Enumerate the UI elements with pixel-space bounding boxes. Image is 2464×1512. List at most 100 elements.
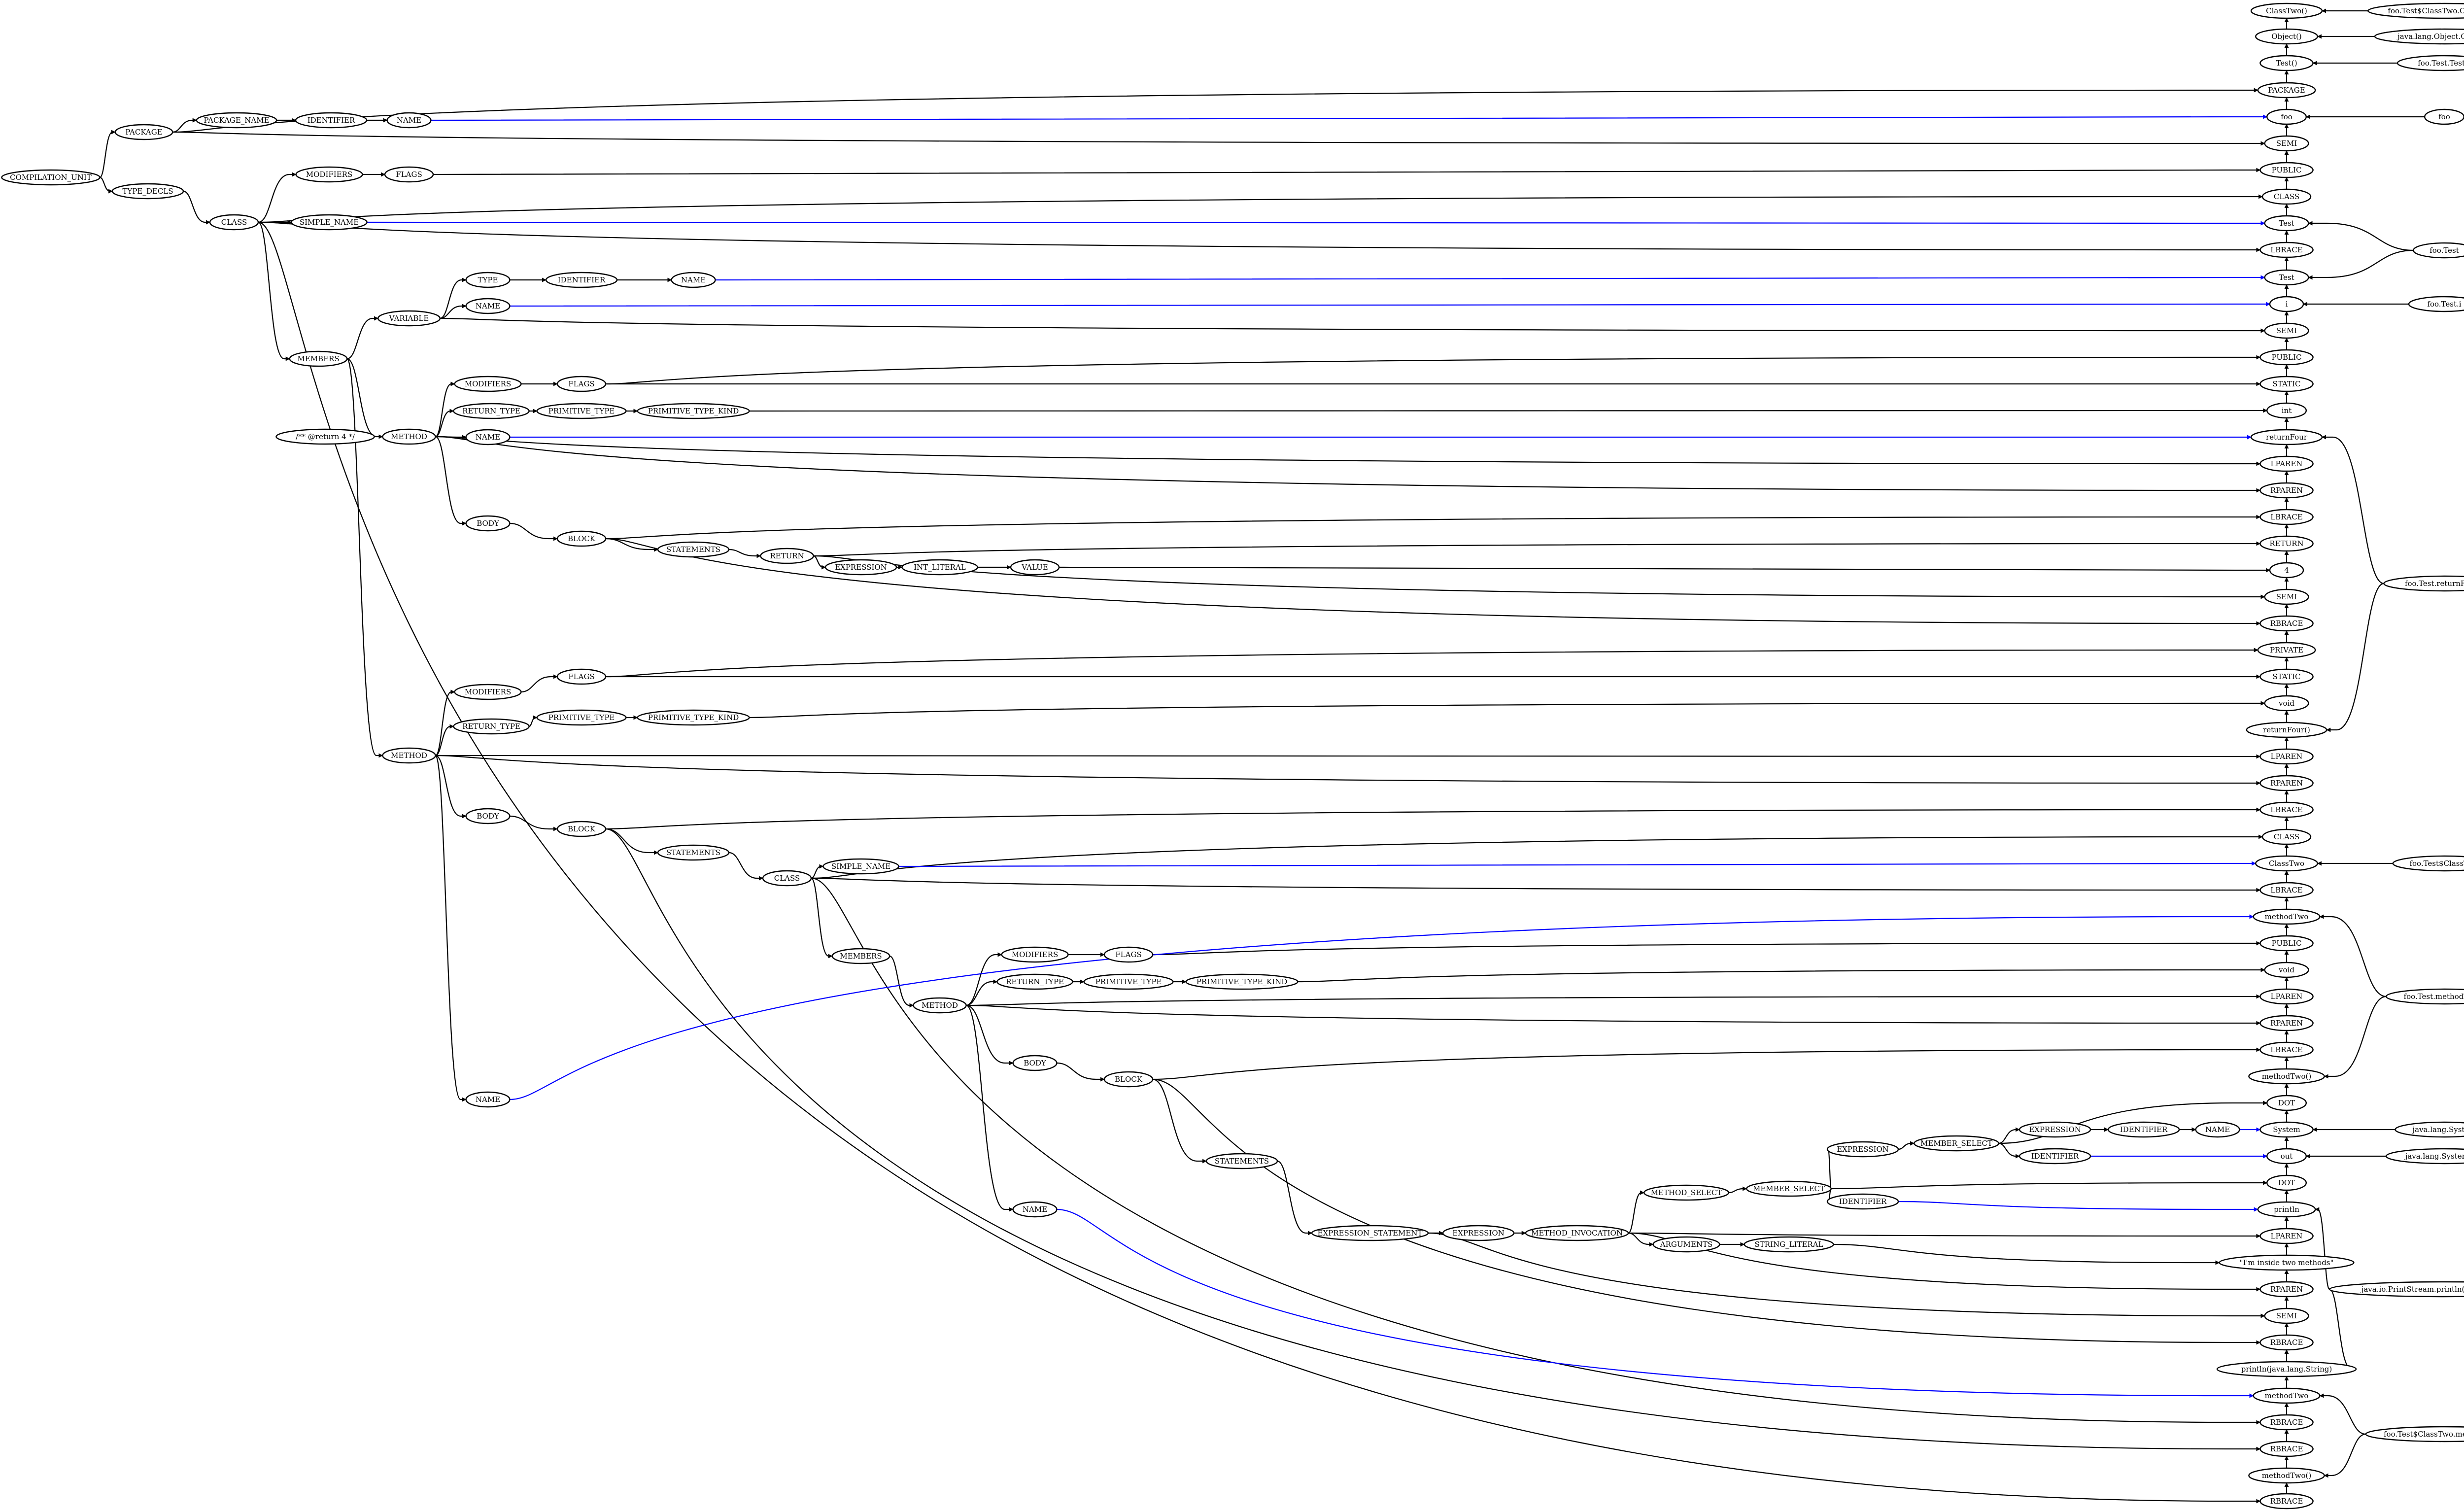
node-label: foo.Test$ClassTwo <box>2409 859 2464 868</box>
node-ellipse <box>2374 28 2464 45</box>
node-m3name: NAME <box>1012 1201 1058 1218</box>
node-ellipse <box>2219 1254 2355 1271</box>
node-label: STATEMENTS <box>666 848 720 857</box>
node-s-test: foo.Test <box>2413 242 2464 259</box>
node-ellipse <box>386 112 432 129</box>
node-vname: NAME <box>465 298 511 314</box>
node-label: println(java.lang.String) <box>2241 1365 2332 1374</box>
node-ellipse <box>1442 1225 1515 1241</box>
node-label: Test() <box>2276 59 2297 68</box>
node-ellipse <box>454 684 522 700</box>
node-label: PUBLIC <box>2272 166 2302 174</box>
node-ellipse <box>2392 855 2464 872</box>
tree-edge <box>435 689 455 756</box>
node-ellipse <box>2253 908 2321 925</box>
node-t-methodTwo2: methodTwo <box>2253 1387 2321 1404</box>
node-ellipse <box>1826 1193 1899 1210</box>
node-ellipse <box>2266 1174 2307 1191</box>
node-m3ptk: PRIMITIVE_TYPE_KIND <box>1185 973 1299 990</box>
node-ellipse <box>536 403 627 419</box>
node-m2pt: PRIMITIVE_TYPE <box>536 709 627 726</box>
node-expr3: EXPRESSION <box>2019 1121 2091 1138</box>
node-t-i: i <box>2269 296 2304 312</box>
node-label: foo <box>2281 112 2293 121</box>
node-ellipse <box>671 272 716 288</box>
node-label: EXPRESSION <box>2029 1125 2081 1134</box>
node-ellipse <box>209 214 259 231</box>
node-label: IDENTIFIER <box>2031 1152 2079 1161</box>
node-label: PRIMITIVE_TYPE_KIND <box>648 407 739 415</box>
node-ellipse <box>2019 1121 2091 1138</box>
node-t-Test1: Test <box>2264 215 2309 232</box>
tree-edge <box>1628 1232 2261 1292</box>
node-label: STRING_LITERAL <box>1754 1240 1823 1249</box>
tree-edge <box>605 538 658 552</box>
node-t-rbrace1: RBRACE <box>2259 615 2314 632</box>
node-pkgname: PACKAGE_NAME <box>196 112 277 129</box>
tree-edge <box>1298 967 2265 983</box>
node-m3block: BLOCK <box>1103 1071 1154 1088</box>
tree-edge <box>811 877 2261 1425</box>
node-t-test-ctor: Test() <box>2259 55 2314 71</box>
node-label: METHOD <box>922 1001 958 1010</box>
node-m1block: BLOCK <box>556 530 607 547</box>
node-label: PUBLIC <box>2272 939 2302 948</box>
node-ellipse <box>382 747 436 764</box>
node-label: CLASS <box>2274 192 2300 201</box>
node-label: INT_LITERAL <box>914 563 966 572</box>
node-t-package: PACKAGE <box>2257 82 2316 99</box>
node-ellipse <box>760 548 814 564</box>
node-ellipse <box>453 403 530 419</box>
tree-edge <box>813 541 2261 557</box>
symbol-edge <box>2329 1288 2357 1372</box>
node-label: RBRACE <box>2270 1338 2303 1347</box>
node-label: METHOD_SELECT <box>1651 1188 1722 1197</box>
node-label: NAME <box>476 433 500 442</box>
node-t-out: out <box>2266 1148 2307 1165</box>
node-t-lbrace5: LBRACE <box>2259 1041 2314 1058</box>
node-label: EXPRESSION <box>1837 1145 1889 1154</box>
node-label: COMPILATION_UNIT <box>10 173 92 182</box>
node-m3stmts: STATEMENTS <box>1205 1153 1278 1169</box>
node-ellipse <box>1913 1135 1999 1152</box>
node-ellipse <box>2264 215 2309 232</box>
node-ellipse <box>2195 1121 2240 1138</box>
node-label: returnFour <box>2266 433 2308 442</box>
node-pkgnm: NAME <box>386 112 432 129</box>
node-ellipse <box>2383 575 2464 592</box>
tree-edge <box>258 194 2263 223</box>
node-label: RBRACE <box>2270 619 2303 628</box>
node-ellipse <box>295 112 368 129</box>
node-cls2simple: SIMPLE_NAME <box>822 858 899 875</box>
node-t-methodTwo-m1: methodTwo() <box>2248 1068 2325 1085</box>
tree-edge <box>435 409 454 438</box>
tree-edge <box>966 979 998 1006</box>
node-es-expr: EXPRESSION <box>1442 1225 1515 1241</box>
node-label: CLASS <box>221 218 247 227</box>
node-ellipse <box>1103 1071 1154 1088</box>
tree-edge <box>440 304 467 319</box>
name-link-edge <box>431 114 2268 121</box>
node-ellipse <box>762 870 812 887</box>
node-t-4: 4 <box>2269 562 2304 579</box>
node-label: NAME <box>1023 1205 1047 1214</box>
tree-edge <box>605 355 2261 385</box>
node-ellipse <box>556 821 607 837</box>
node-t-rbrace5: RBRACE <box>2259 1493 2314 1510</box>
node-ident-println: IDENTIFIER <box>1826 1193 1899 1210</box>
name-link-edge <box>367 221 2265 226</box>
node-label: EXPRESSION_STATEMENT <box>1318 1229 1423 1237</box>
node-label: STATIC <box>2273 379 2301 388</box>
node-vtid: IDENTIFIER <box>545 272 618 288</box>
node-t-semi3: SEMI <box>2264 588 2309 605</box>
node-t-return: RETURN <box>2259 535 2314 552</box>
node-m2ptk: PRIMITIVE_TYPE_KIND <box>637 709 750 726</box>
node-cls1mods: MODIFIERS <box>295 166 363 183</box>
node-ellipse <box>465 298 511 314</box>
node-label: BODY <box>477 519 500 528</box>
node-m2rt: RETURN_TYPE <box>453 718 530 735</box>
node-ellipse <box>556 668 607 685</box>
node-label: VARIABLE <box>389 314 429 323</box>
node-ellipse <box>114 124 173 140</box>
node-label: LBRACE <box>2270 513 2303 521</box>
